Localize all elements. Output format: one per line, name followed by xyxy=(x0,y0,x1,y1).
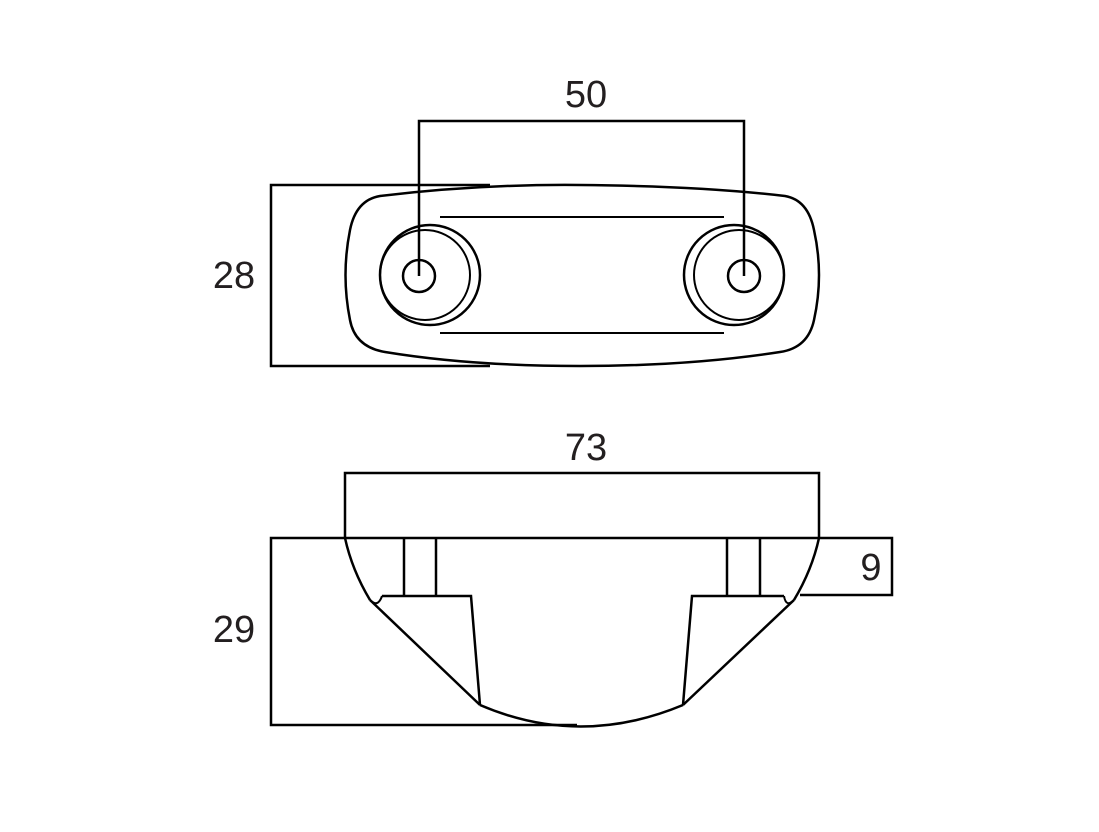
hole-right-inner xyxy=(693,229,785,321)
dimension-label-28: 28 xyxy=(213,255,255,297)
hole-left-center xyxy=(401,258,437,294)
left-curve xyxy=(343,537,372,601)
right-curve xyxy=(792,537,821,601)
right-step xyxy=(681,594,784,706)
hole-right-center xyxy=(726,258,762,294)
part-outline-top xyxy=(344,183,821,368)
dimension-box-9 xyxy=(800,536,894,597)
hole-right-outer xyxy=(682,223,786,327)
hole-left-outer xyxy=(378,223,482,327)
dimension-label-9: 9 xyxy=(860,547,881,589)
dimension-line-50 xyxy=(417,119,746,276)
dimension-box-73 xyxy=(343,471,821,538)
dimension-label-73: 73 xyxy=(565,427,607,469)
hole-left-inner xyxy=(379,229,471,321)
dimension-box-29 xyxy=(269,536,577,727)
right-chamfer xyxy=(682,599,795,706)
top-view xyxy=(269,119,821,368)
bottom-arc xyxy=(479,703,684,728)
dimension-label-50: 50 xyxy=(565,74,607,116)
left-step xyxy=(382,594,482,706)
left-chamfer xyxy=(369,599,481,706)
side-view xyxy=(269,471,894,728)
dimension-box-28 xyxy=(269,183,490,368)
dimension-label-29: 29 xyxy=(213,609,255,651)
